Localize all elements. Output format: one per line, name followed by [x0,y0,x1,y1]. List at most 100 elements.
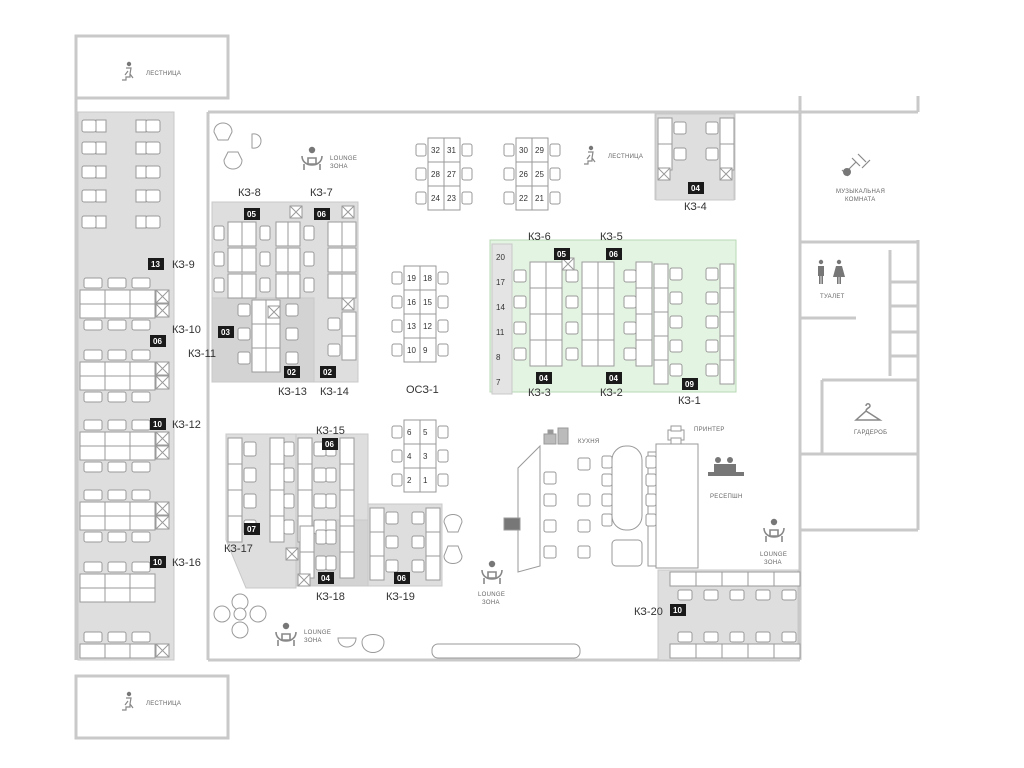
desk [597,287,615,315]
desk [129,501,156,517]
chair [673,121,687,135]
seat-count-value: 06 [317,210,326,219]
chair [703,589,719,601]
desk [269,515,285,543]
desk [545,287,563,315]
chair [303,225,315,241]
seat-count-badge [148,258,164,270]
storage-cross [155,643,170,658]
chair [513,347,527,361]
desk [529,287,547,315]
seat-count-badge [606,248,622,260]
desk [425,507,441,533]
seat-count-badge [244,523,260,535]
chair [705,315,719,329]
desk [95,119,107,133]
desk [339,463,355,491]
desk [129,643,156,659]
seat-count-badge [688,182,704,194]
chair [503,143,515,157]
lounge-label: ЗОНА [330,164,348,170]
desk [227,273,243,299]
chair [327,343,341,357]
chair [601,455,613,469]
chair [285,351,299,365]
chair [623,295,637,309]
chair [81,165,97,179]
chair [543,493,557,507]
chair [83,461,103,473]
desk [531,185,549,211]
seat-number: 10 [407,346,416,355]
desk [227,515,243,543]
chair [283,467,295,483]
chair [513,295,527,309]
seat-count-value: 09 [685,380,694,389]
seat-count-value: 13 [151,260,160,269]
zone-label-k3-12: КЗ-12 [172,419,201,431]
seat-number: 12 [423,322,432,331]
desk [341,221,357,247]
seat-number: 25 [535,170,544,179]
chair [313,467,327,483]
desk [339,551,355,579]
chair [131,461,151,473]
desk [79,501,106,517]
lounge-label: ЗОНА [304,638,322,644]
chair [131,391,151,403]
seat-number: 13 [407,322,416,331]
desk [297,463,313,491]
desk [545,313,563,341]
chair [213,277,225,293]
seat-number: 7 [496,378,501,387]
desk [719,263,735,289]
desk [104,643,131,659]
chair [385,511,399,525]
desk [635,339,653,367]
seat-number: 9 [423,346,428,355]
chair [437,425,449,439]
desk [95,141,107,155]
chair [391,449,403,463]
desk [669,643,697,659]
desk [275,221,289,247]
chair [411,559,425,573]
desk [241,273,257,299]
desk [719,335,735,361]
desk [425,531,441,557]
desk [79,289,106,305]
seat-count-value: 10 [153,420,162,429]
desk [79,375,106,391]
chair [243,493,257,509]
desk [327,221,343,247]
seat-number: 20 [496,253,505,262]
chair [565,321,579,335]
chair [145,189,161,203]
chair [623,269,637,283]
desk [104,501,131,517]
chair [673,147,687,161]
desk [251,299,267,325]
chair [577,493,591,507]
desk [227,463,243,491]
seat-number: 3 [423,452,428,461]
seat-number: 11 [496,328,505,337]
chair [243,441,257,457]
chair [303,277,315,293]
chair [669,267,683,281]
chair [107,531,127,543]
chair [677,631,693,643]
stairs-mid: ЛЕСТНИЦА [584,145,643,165]
chair [131,277,151,289]
seat-count-value: 05 [557,250,566,259]
chair [285,327,299,341]
stairs-icon [122,691,134,711]
open-space-label: ОСЗ-1 [406,384,439,396]
storage-cross [719,167,733,181]
chair [503,191,515,205]
lounge-label: ЗОНА [764,560,782,566]
desk [79,643,106,659]
seat-number: 31 [447,146,456,155]
chair [437,473,449,487]
